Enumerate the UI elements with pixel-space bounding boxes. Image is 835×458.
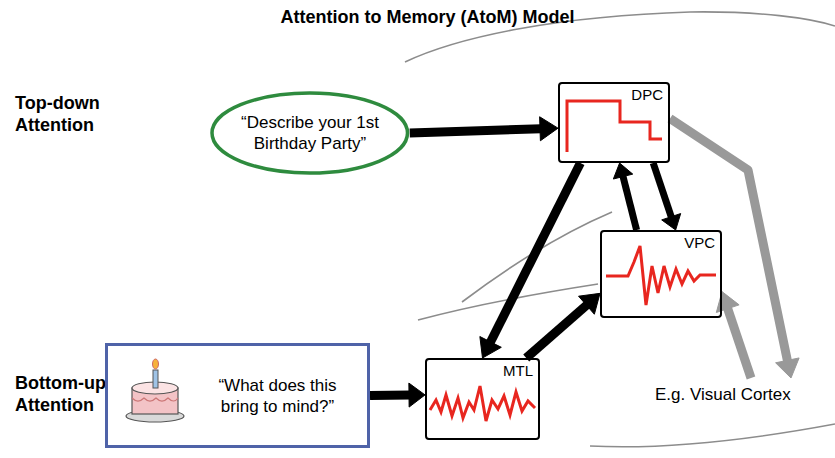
node-text: “What does this bring to mind?” bbox=[198, 375, 358, 417]
region-label: MTL bbox=[432, 362, 533, 380]
connector-arrow bbox=[410, 117, 558, 141]
text-holder: MTL bbox=[432, 362, 533, 380]
cake-candle bbox=[153, 370, 158, 388]
ellipse-outline bbox=[210, 91, 410, 175]
connector-line bbox=[370, 391, 410, 400]
cake-icon bbox=[126, 359, 184, 422]
node-text: “Describe your 1st Birthday Party” bbox=[235, 112, 385, 154]
activity-traces bbox=[430, 101, 716, 421]
arrow-head bbox=[776, 358, 800, 378]
text-holder: E.g. Visual Cortex bbox=[655, 384, 815, 405]
diagram-title: Attention to Memory (AtoM) Model bbox=[20, 6, 835, 28]
arrow-head bbox=[716, 292, 739, 313]
region-label: DPC bbox=[565, 86, 663, 104]
mtl-box: MTL bbox=[425, 358, 540, 440]
connector-arrow bbox=[526, 293, 600, 358]
connector-line bbox=[623, 176, 637, 230]
connector-arrow bbox=[653, 163, 680, 230]
arrow-head bbox=[480, 337, 501, 358]
arrow-head bbox=[662, 214, 681, 230]
connector-line bbox=[526, 305, 587, 358]
dpc-box: DPC bbox=[558, 82, 670, 163]
node-text: E.g. Visual Cortex bbox=[655, 384, 791, 405]
text-holder: “Describe your 1st Birthday Party” bbox=[235, 112, 385, 154]
connector-line bbox=[490, 163, 580, 343]
dpc-fill bbox=[558, 82, 670, 163]
dpc-trace bbox=[567, 101, 662, 152]
connector-arrow bbox=[370, 383, 425, 407]
arrow-head bbox=[613, 163, 632, 179]
candle-flame bbox=[153, 359, 159, 369]
text-holder: “What does this bring to mind?” bbox=[198, 375, 358, 417]
instruction-ellipse: “Describe your 1st Birthday Party” bbox=[210, 91, 410, 175]
text-holder: DPC bbox=[565, 86, 663, 104]
mtl-fill bbox=[425, 358, 540, 440]
connector-arrow bbox=[613, 163, 636, 230]
brain-outline-bottom bbox=[590, 424, 835, 447]
arrow-head bbox=[540, 117, 558, 141]
arrow-head bbox=[579, 293, 600, 314]
vpc-fill bbox=[600, 230, 722, 318]
connector-line bbox=[653, 163, 671, 218]
arrow-head bbox=[409, 383, 425, 407]
cue-box: “What does this bring to mind?” bbox=[105, 343, 370, 448]
attention-label: Bottom-up Attention bbox=[15, 372, 130, 416]
cake-icing bbox=[132, 398, 178, 401]
ellipse-shape bbox=[212, 93, 408, 173]
mtl-trace bbox=[430, 386, 535, 421]
region-label: VPC bbox=[607, 234, 715, 252]
vpc-trace bbox=[606, 246, 716, 305]
brain-outline bbox=[405, 12, 835, 447]
connector-line bbox=[410, 129, 541, 133]
connector-line bbox=[727, 308, 751, 378]
visual-cortex-label: E.g. Visual Cortex bbox=[655, 378, 815, 411]
attention-label: Top-down Attention bbox=[15, 92, 125, 136]
vpc-box: VPC bbox=[600, 230, 722, 318]
text-holder: VPC bbox=[607, 234, 715, 252]
